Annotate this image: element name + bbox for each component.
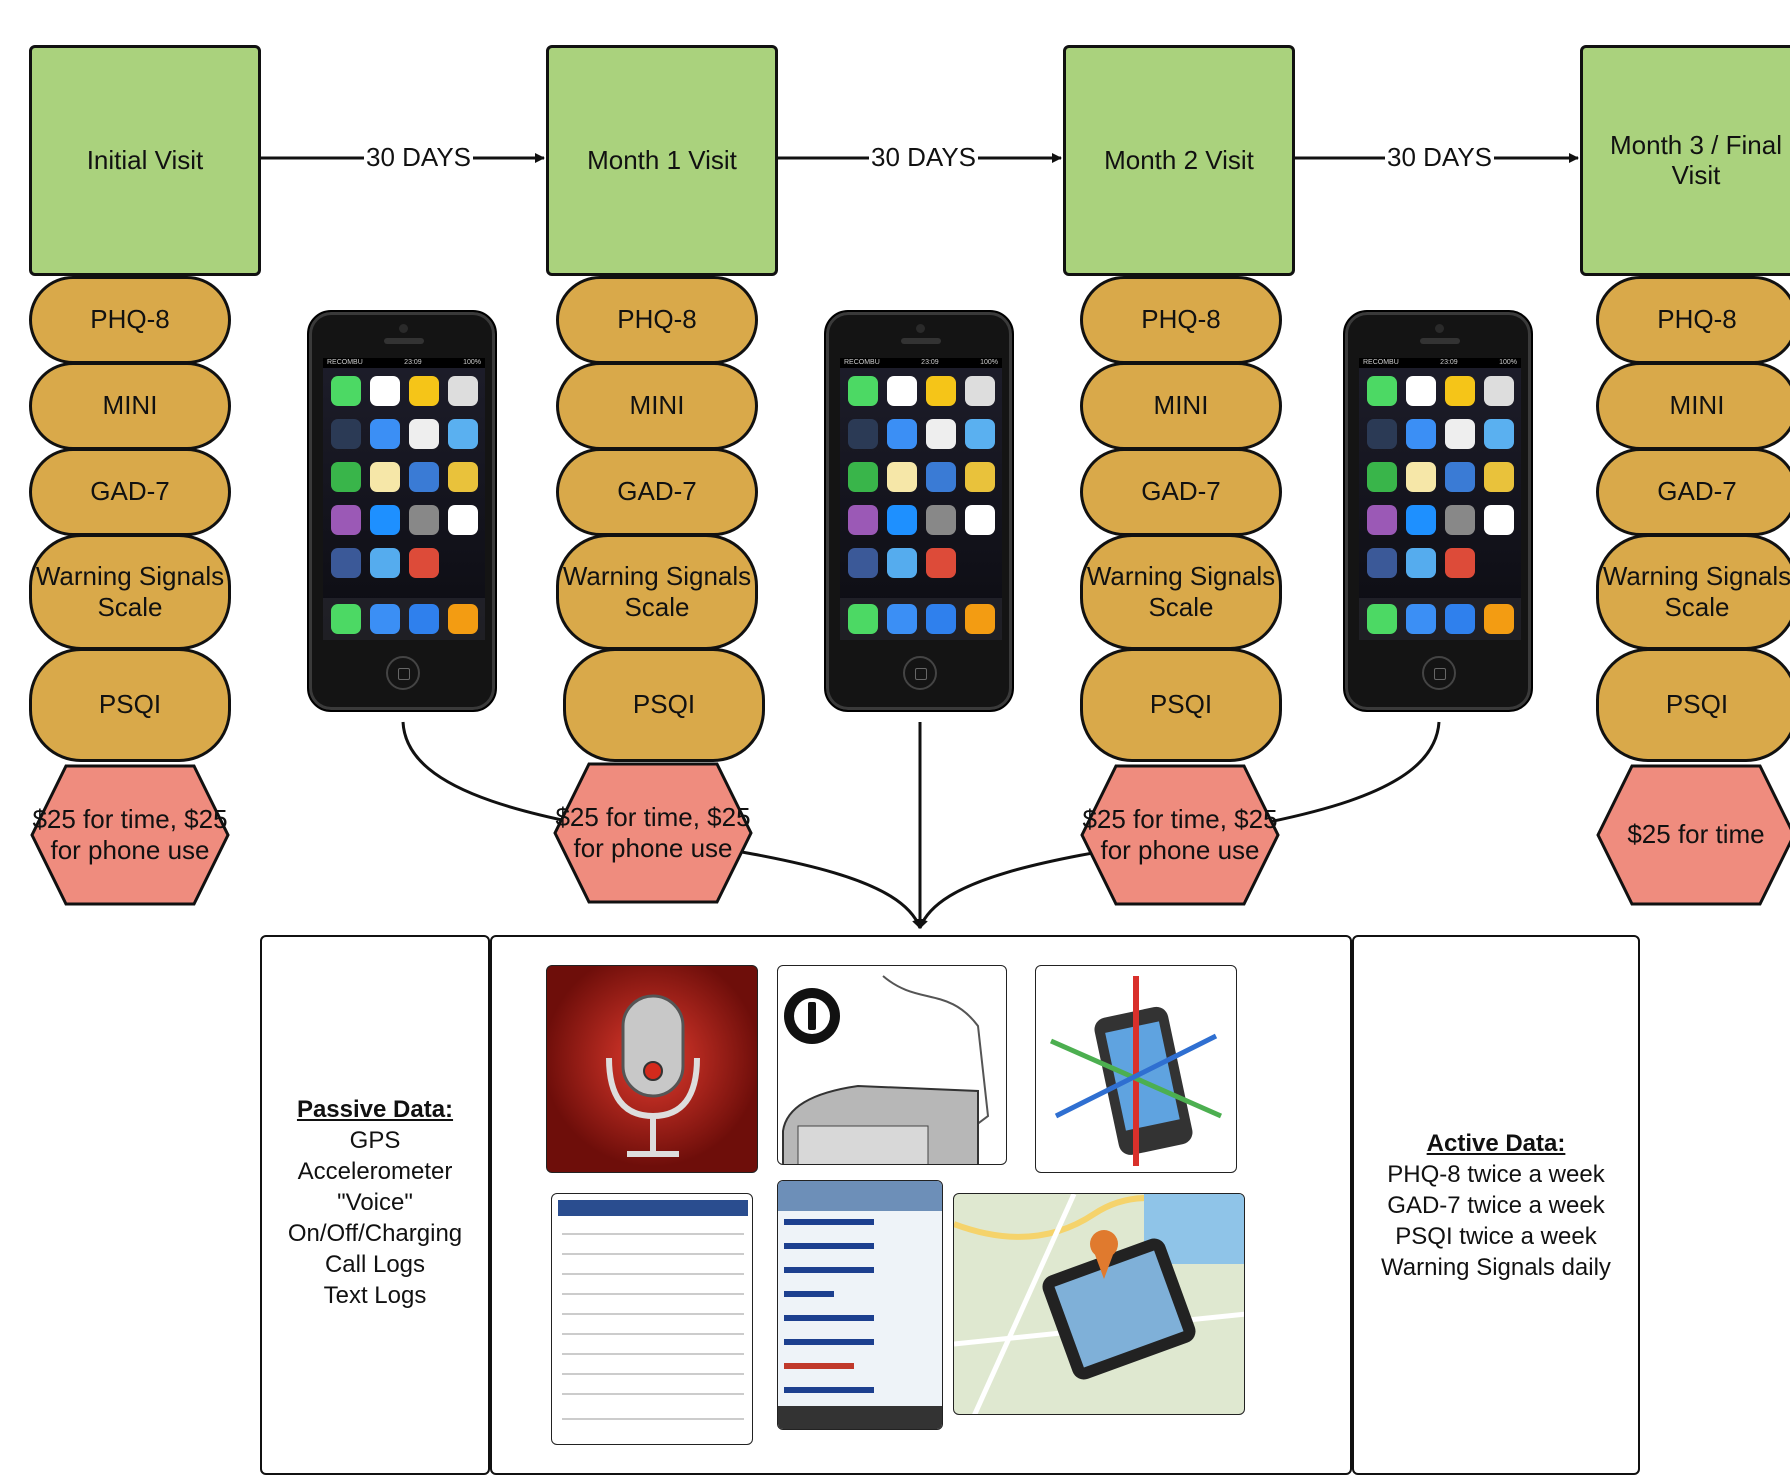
visit-label: Month 1 Visit	[587, 144, 737, 175]
assessment-gad7: GAD-7	[29, 448, 231, 536]
active-data-list: Active Data: PHQ-8 twice a week GAD-7 tw…	[1354, 1128, 1638, 1283]
visit-month-1: Month 1 Visit	[546, 45, 778, 276]
assessment-psqi: PSQI	[29, 648, 231, 762]
payment-final: $25 for time	[1596, 764, 1790, 906]
assessment-phq8: PHQ-8	[1080, 276, 1282, 364]
visit-label: Initial Visit	[86, 144, 204, 175]
payment-initial: $25 for time, $25 for phone use	[30, 764, 230, 906]
phq9-questionnaire-image	[551, 1193, 753, 1445]
assessment-warning-signals: Warning Signals Scale	[1596, 534, 1790, 650]
passive-item: GPS	[349, 1127, 401, 1154]
active-item: PHQ-8 twice a week	[1387, 1161, 1605, 1188]
microphone-image	[546, 965, 758, 1173]
passive-item: Accelerometer	[297, 1158, 453, 1185]
passive-item: Call Logs	[324, 1251, 426, 1278]
call-log-list-icon	[778, 1181, 942, 1429]
visit-label: Month 2 Visit	[1104, 144, 1254, 175]
passive-item: On/Off/Charging	[287, 1220, 463, 1247]
gps-map-icon	[954, 1194, 1244, 1414]
power-icon	[782, 975, 990, 1164]
call-log-image	[777, 1180, 943, 1430]
active-item: PSQI twice a week	[1395, 1223, 1597, 1250]
visit-month-2: Month 2 Visit	[1063, 45, 1295, 276]
assessment-mini: MINI	[29, 362, 231, 450]
visit-initial: Initial Visit	[29, 45, 261, 276]
assessment-phq8: PHQ-8	[1596, 276, 1790, 364]
assessment-mini: MINI	[556, 362, 758, 450]
assessment-warning-signals: Warning Signals Scale	[1080, 534, 1282, 650]
active-data-panel	[1352, 935, 1640, 1475]
active-item: GAD-7 twice a week	[1387, 1192, 1605, 1219]
passive-data-heading: Passive Data:	[296, 1096, 454, 1123]
assessment-psqi: PSQI	[1080, 648, 1282, 762]
microphone-icon	[606, 994, 700, 1157]
passive-item: Text Logs	[323, 1282, 427, 1309]
assessment-mini: MINI	[1596, 362, 1790, 450]
assessment-warning-signals: Warning Signals Scale	[29, 534, 231, 650]
interval-label-2: 30 DAYS	[869, 142, 979, 172]
passive-data-panel	[260, 935, 490, 1475]
gps-map-image	[953, 1193, 1245, 1415]
active-item: Warning Signals daily	[1381, 1254, 1611, 1281]
assessment-gad7: GAD-7	[556, 448, 758, 536]
visit-month-3-final: Month 3 / Final Visit	[1580, 45, 1790, 276]
passive-data-list: Passive Data: GPS Accelerometer "Voice" …	[262, 1094, 488, 1311]
payment-month-1: $25 for time, $25 for phone use	[553, 762, 753, 904]
accelerometer-image	[1035, 965, 1237, 1173]
assessment-gad7: GAD-7	[1080, 448, 1282, 536]
assessment-psqi: PSQI	[1596, 648, 1790, 762]
assessment-phq8: PHQ-8	[556, 276, 758, 364]
active-data-heading: Active Data:	[1426, 1130, 1566, 1157]
passive-item: "Voice"	[337, 1189, 413, 1216]
interval-label-1: 30 DAYS	[364, 142, 474, 172]
assessment-psqi: PSQI	[563, 648, 765, 762]
assessment-warning-signals: Warning Signals Scale	[556, 534, 758, 650]
accelerometer-axes-icon	[1049, 976, 1223, 1166]
assessment-phq8: PHQ-8	[29, 276, 231, 364]
visit-label: Month 3 / Final Visit	[1610, 129, 1782, 190]
assessment-gad7: GAD-7	[1596, 448, 1790, 536]
questionnaire-form-icon	[558, 1200, 748, 1420]
payment-month-2: $25 for time, $25 for phone use	[1080, 764, 1280, 906]
power-button-image	[777, 965, 1007, 1165]
assessment-mini: MINI	[1080, 362, 1282, 450]
interval-label-3: 30 DAYS	[1385, 142, 1495, 172]
